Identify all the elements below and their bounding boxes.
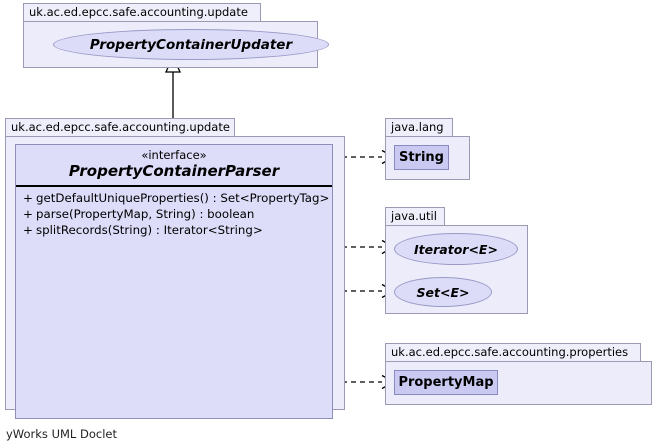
class-string[interactable]: String: [394, 145, 449, 170]
class-propertymap[interactable]: PropertyMap: [394, 370, 498, 395]
class-member: +getDefaultUniqueProperties() : Set<Prop…: [16, 190, 332, 206]
interface-iterator-label: Iterator<E>: [414, 242, 498, 257]
class-stereotype: «interface»: [141, 148, 207, 162]
interface-propertycontainerupdater-label: PropertyContainerUpdater: [89, 37, 293, 53]
member-signature: getDefaultUniqueProperties() : Set<Prope…: [36, 191, 330, 205]
class-member-list: +getDefaultUniqueProperties() : Set<Prop…: [16, 187, 332, 241]
member-visibility: +: [23, 207, 33, 221]
class-propertymap-label: PropertyMap: [398, 375, 494, 390]
package-java-util: java.util Iterator<E> Set<E>: [385, 207, 528, 314]
interface-iterator[interactable]: Iterator<E>: [394, 233, 518, 265]
package-top-label: uk.ac.ed.epcc.safe.accounting.update: [23, 3, 261, 21]
class-member: +parse(PropertyMap, String) : boolean: [16, 206, 332, 222]
interface-set[interactable]: Set<E>: [394, 277, 492, 307]
package-properties: uk.ac.ed.epcc.safe.accounting.properties…: [385, 343, 652, 405]
package-java-lang-label: java.lang: [385, 118, 453, 136]
package-main: uk.ac.ed.epcc.safe.accounting.update «in…: [5, 118, 345, 419]
footer-credit: yWorks UML Doclet: [6, 427, 117, 441]
class-member: +splitRecords(String) : Iterator<String>: [16, 222, 332, 238]
member-signature: parse(PropertyMap, String) : boolean: [36, 207, 255, 221]
interface-set-label: Set<E>: [416, 285, 470, 300]
member-visibility: +: [23, 191, 33, 205]
package-properties-label: uk.ac.ed.epcc.safe.accounting.properties: [385, 343, 641, 361]
member-signature: splitRecords(String) : Iterator<String>: [36, 223, 263, 237]
class-name: PropertyContainerParser: [68, 162, 280, 180]
class-propertycontainerparser[interactable]: «interface» PropertyContainerParser +get…: [15, 144, 333, 419]
package-java-lang: java.lang String: [385, 118, 470, 180]
class-string-label: String: [398, 150, 444, 165]
package-java-util-label: java.util: [385, 207, 445, 225]
package-top: uk.ac.ed.epcc.safe.accounting.update Pro…: [23, 3, 329, 68]
member-visibility: +: [23, 223, 33, 237]
package-main-label: uk.ac.ed.epcc.safe.accounting.update: [5, 118, 235, 136]
interface-propertycontainerupdater[interactable]: PropertyContainerUpdater: [53, 29, 329, 60]
class-header: «interface» PropertyContainerParser: [16, 145, 332, 187]
